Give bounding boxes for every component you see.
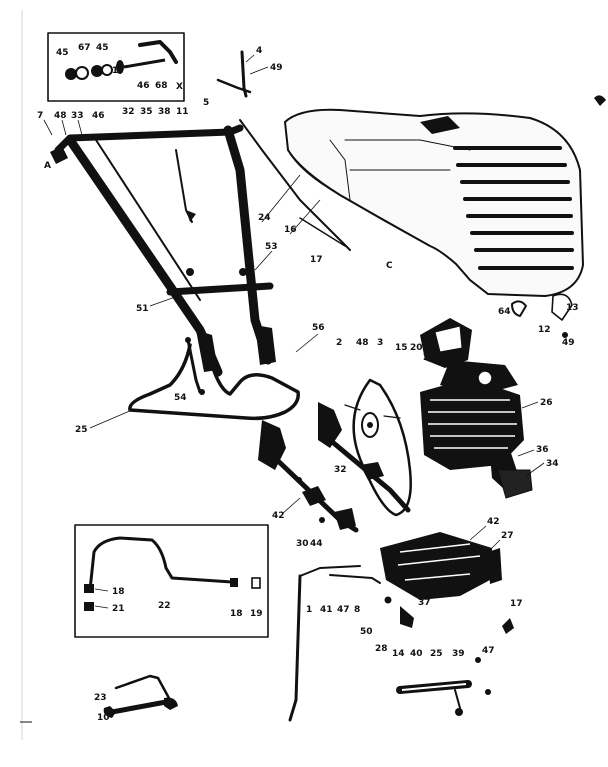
part-label: 49 [270,63,283,73]
part-label: 19 [250,609,263,619]
part-label: 1 [306,605,312,615]
lower-frame: 25 54 32 42 30 44 [75,337,411,549]
part-label: 18 [112,587,125,597]
part-label: 13 [566,303,579,313]
bottom-inset-box: 18 21 22 18 19 [74,524,269,638]
part-label: 53 [265,242,278,252]
part-label: 18 [230,609,243,619]
part-label: 45 [56,48,69,58]
part-label: 67 [78,43,91,53]
part-label: 47 [337,605,350,615]
part-label: 1 [112,66,118,76]
top-inset-box: 45 67 45 1 46 68 X [47,32,185,102]
shroud-grille [453,146,574,270]
letter-label: C [386,261,393,271]
part-label: 12 [538,325,551,335]
letter-label: A [44,161,51,171]
part-label: 17 [510,599,523,609]
part-label: 15 [395,343,408,353]
part-label: 2 [336,338,342,348]
part-label: 16 [284,225,297,235]
tools: 23 10 [94,674,178,723]
part-label: 24 [258,213,271,223]
part-label: 40 [410,649,423,659]
part-label: 46 [92,111,105,121]
mid-labels: 24 16 17 53 51 56 2 48 3 15 20 29 [136,174,436,363]
part-label: 25 [430,649,443,659]
part-label: 68 [155,81,168,91]
part-label: 36 [536,445,549,455]
part-label: 56 [312,323,325,333]
part-label: 26 [540,398,553,408]
part-label: 45 [96,43,109,53]
part-label: 5 [203,98,209,108]
part-label: 8 [354,605,360,615]
part-label: 39 [452,649,465,659]
part-label: 32 [122,107,135,117]
part-label: 20 [410,343,423,353]
cylinder-fins [428,399,517,449]
part-label: 49 [562,338,575,348]
part-label: 38 [158,107,171,117]
part-label: 3 [377,338,383,348]
part-label: 51 [136,304,149,314]
part-label: 27 [501,531,514,541]
part-label: 42 [487,517,500,527]
part-label: 25 [75,425,88,435]
part-label: 54 [174,393,187,403]
part-label: 35 [140,107,153,117]
engine-block: 64 12 13 49 26 36 34 [344,293,579,517]
part-label: 41 [320,605,333,615]
part-label: 46 [137,81,150,91]
part-label: 21 [112,604,125,614]
letter-label: X [176,82,183,92]
part-label: 48 [356,338,369,348]
part-label: 37 [418,598,431,608]
part-label: 32 [334,465,347,475]
part-label: 42 [272,511,285,521]
part-label: 50 [360,627,373,637]
part-label: 11 [176,107,189,117]
transmission-assembly: 42 27 1 41 47 8 37 50 17 28 14 40 25 39 … [288,517,523,722]
part-label: 10 [97,713,110,723]
engine-shroud: C [283,108,585,298]
part-label: 64 [498,307,511,317]
part-label: 14 [392,649,405,659]
part-label: 28 [375,644,388,654]
part-label: 33 [71,111,84,121]
part-label: 34 [546,459,559,469]
part-label: 22 [158,601,171,611]
part-label: 48 [54,111,67,121]
part-label: 17 [310,255,323,265]
part-label: 4 [256,46,262,56]
part-label: 30 [296,539,309,549]
handle-assembly: 7 48 33 46 32 35 38 11 5 4 49 A [37,46,351,377]
scan-mark [594,95,606,106]
part-label: 7 [37,111,43,121]
part-label: 47 [482,646,495,656]
part-label: 44 [310,539,323,549]
part-label: 23 [94,693,107,703]
